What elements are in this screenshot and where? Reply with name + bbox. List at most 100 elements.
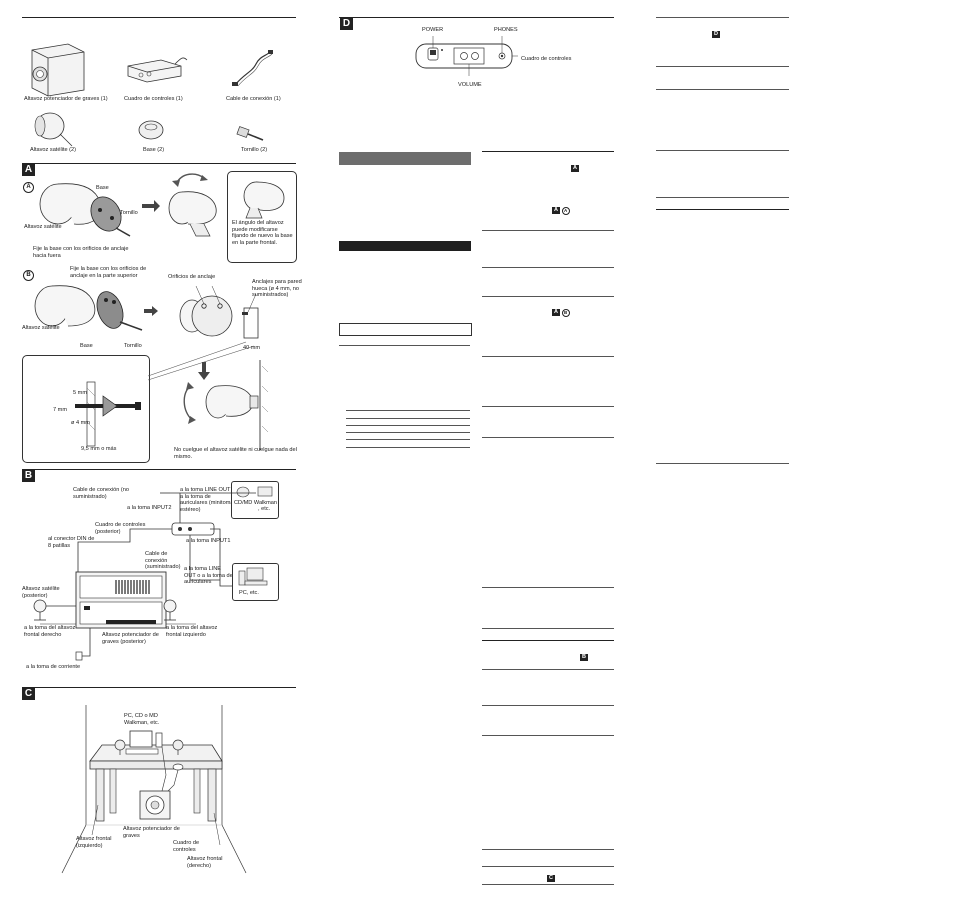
contents-item-satellite: Altavoz satélite (2) [30, 147, 77, 153]
dim-5mm: 5 mm [73, 390, 87, 396]
table-rule-5 [346, 439, 470, 440]
label-40mm: 40 mm [243, 345, 261, 351]
label-pc-etc-b: PC, etc. [239, 590, 259, 596]
table-rule-1 [346, 410, 470, 411]
label-pot-post: Altavoz potenciador de graves (posterior… [102, 632, 159, 645]
right-rule-3 [656, 150, 789, 151]
ts-rule-5 [482, 406, 614, 407]
ts-rule-6 [482, 437, 614, 438]
ts-rule-12 [482, 735, 614, 736]
ref-a-3: A B [552, 309, 570, 317]
subfigure-b-marker: B [23, 270, 34, 281]
right-rule-2 [656, 89, 789, 90]
right-rule-1 [656, 66, 789, 67]
label-tornillo-a: Tornillo [120, 210, 138, 216]
connection-diagram [33, 492, 256, 661]
label-phones: PHONES [494, 27, 518, 33]
label-input1: a la toma INPUT1 [186, 538, 231, 544]
label-cuadro-controles-d: Cuadro de controles [521, 56, 572, 62]
table-rule-6 [346, 447, 470, 448]
dim-7mm: 7 mm [53, 407, 67, 413]
anchor-detail-box: 5 mm 7 mm ø 4 mm 9,5 mm o más [22, 355, 150, 463]
connection-cable-illustration [232, 50, 273, 87]
top-rule-left [22, 17, 296, 18]
label-cable-no-sum: Cable de conexión (no suministrado) [73, 487, 129, 500]
section-c-rule [22, 687, 296, 688]
ts-rule-2 [482, 267, 614, 268]
heading-bar-grey [339, 152, 471, 165]
label-input2: a la toma INPUT2 [127, 505, 172, 511]
heading-bar-dark [339, 241, 471, 251]
section-d-label: D [340, 18, 353, 30]
label-satellite-a: Altavoz satélite [24, 224, 62, 230]
section-b-label: B [22, 470, 35, 482]
front-base-speaker-illustration [243, 181, 285, 219]
pc-icon [238, 567, 268, 586]
label-volume: VOLUME [458, 82, 482, 88]
section-a-rule [22, 163, 296, 164]
ts-rule-4 [482, 356, 614, 357]
speaker-back-anchors-illustration [179, 285, 259, 339]
dim-95mm: 9,5 mm o más [81, 446, 117, 452]
top-rule-right [656, 17, 789, 18]
label-din: al conector DIN de 8 patillas [48, 536, 95, 549]
angle-note-box: El ángulo del altavoz puede modificarse … [227, 171, 297, 263]
base-illustration [138, 120, 164, 140]
label-frontal-der: a la toma del altavoz frontal derecho [24, 625, 76, 638]
ref-a-2: A A [552, 207, 570, 215]
table-rule-3 [346, 425, 470, 426]
label-tornillo-b: Tornillo [124, 343, 142, 349]
label-c-frontal-der: Altavoz frontal (derecho) [187, 856, 223, 869]
subwoofer-illustration [31, 43, 85, 97]
label-fije-superior: Fije la base con los orificios de anclaj… [70, 266, 147, 279]
ts-rule-9 [482, 640, 614, 641]
contents-item-subwoofer: Altavoz potenciador de graves (1) [24, 96, 108, 102]
ts-rule-7 [482, 587, 614, 588]
label-line-out-1: a la toma LINE OUT o a la toma de auricu… [180, 487, 235, 513]
ref-b-1: B [580, 654, 588, 662]
cd-md-player-icon [236, 486, 273, 498]
ts-rule-14 [482, 866, 614, 867]
right-rule-5 [656, 209, 789, 210]
ts-rule-top [482, 151, 614, 152]
table-rule-2 [346, 418, 470, 419]
right-rule-4 [656, 197, 789, 198]
label-base-a: Base [96, 185, 109, 191]
label-line-out-2: a la toma LINE OUT o a la toma de auricu… [184, 566, 233, 586]
detail-callout-lines [147, 341, 255, 381]
right-rule-6 [656, 463, 789, 464]
contents-item-screw: Tornillo (2) [241, 147, 268, 153]
top-rule-mid [339, 17, 614, 18]
control-box-front-illustration [415, 36, 518, 76]
label-no-cuelgue: No cuelgue el altavoz satélite ni cuelgu… [174, 447, 297, 460]
ts-rule-15 [482, 884, 614, 885]
label-power: POWER [422, 27, 444, 33]
ts-rule-3 [482, 296, 614, 297]
ts-rule-1 [482, 230, 614, 231]
label-satellite-b: Altavoz satélite [22, 325, 60, 331]
ref-a-1: A [571, 165, 579, 173]
ts-rule-10 [482, 669, 614, 670]
label-anclajes: Anclajes para pared hueca (ø 4 mm, no su… [252, 279, 302, 299]
label-orificios: Orificios de anclaje [168, 274, 216, 280]
speaker-with-base-illustration [39, 183, 131, 237]
section-b-rule [22, 469, 296, 470]
angle-note-text: El ángulo del altavoz puede modificarse … [232, 220, 293, 246]
label-cuadro-posterior: Cuadro de controles (posterior) [95, 522, 146, 535]
label-c-frontal-izq: Altavoz frontal (izquierdo) [76, 836, 112, 849]
note-box [339, 323, 472, 336]
label-etc-1: , etc. [258, 506, 271, 512]
label-pc-cd: PC, CD o MD Walkman, etc. [124, 713, 160, 726]
label-corriente: a la toma de corriente [26, 664, 81, 670]
cd-md-box: CD/MD Walkman , etc. [231, 481, 279, 519]
ts-rule-8 [482, 628, 614, 629]
wall-hung-speaker-illustration [183, 360, 269, 450]
label-frontal-izq: a la toma del altavoz frontal izquierdo [166, 625, 218, 638]
screw-illustration [236, 126, 264, 141]
contents-item-control-box: Cuadro de controles (1) [124, 96, 183, 102]
label-c-cuadro: Cuadro de controles [173, 840, 200, 853]
ts-rule-11 [482, 705, 614, 706]
contents-item-cable: Cable de conexión (1) [226, 96, 281, 102]
ts-rule-13 [482, 849, 614, 850]
ref-d-1: D [712, 31, 720, 39]
